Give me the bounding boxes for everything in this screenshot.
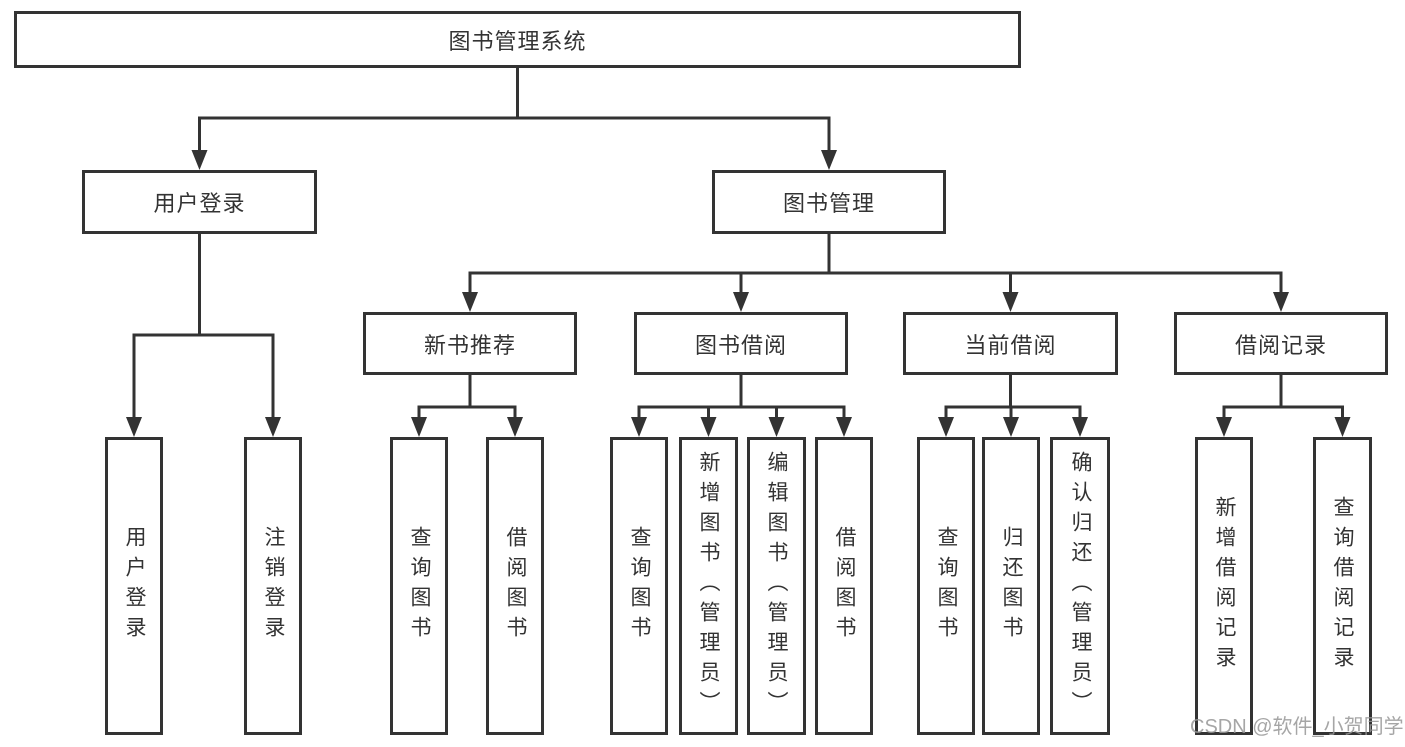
node-new-query: 查询图书 [390, 437, 448, 735]
node-cur-confirm: 确认归还（管理员） [1050, 437, 1110, 735]
node-borrow: 图书借阅 [634, 312, 848, 375]
node-user-login: 用户登录 [105, 437, 163, 735]
watermark: CSDN @软件_小贺同学 [1190, 716, 1404, 738]
node-logout: 注销登录 [244, 437, 302, 735]
node-login: 用户登录 [82, 170, 317, 234]
node-records: 借阅记录 [1174, 312, 1388, 375]
node-bor-query: 查询图书 [610, 437, 668, 735]
node-newbook: 新书推荐 [363, 312, 577, 375]
node-root: 图书管理系统 [14, 11, 1021, 68]
node-rec-add: 新增借阅记录 [1195, 437, 1253, 735]
node-new-borrow: 借阅图书 [486, 437, 544, 735]
node-bor-add: 新增图书（管理员） [679, 437, 738, 735]
node-rec-query: 查询借阅记录 [1313, 437, 1372, 735]
node-cur-query: 查询图书 [917, 437, 975, 735]
node-cur-return: 归还图书 [982, 437, 1040, 735]
node-bor-borrow: 借阅图书 [815, 437, 873, 735]
node-bor-edit: 编辑图书（管理员） [747, 437, 806, 735]
node-current: 当前借阅 [903, 312, 1118, 375]
node-mgmt: 图书管理 [712, 170, 946, 234]
